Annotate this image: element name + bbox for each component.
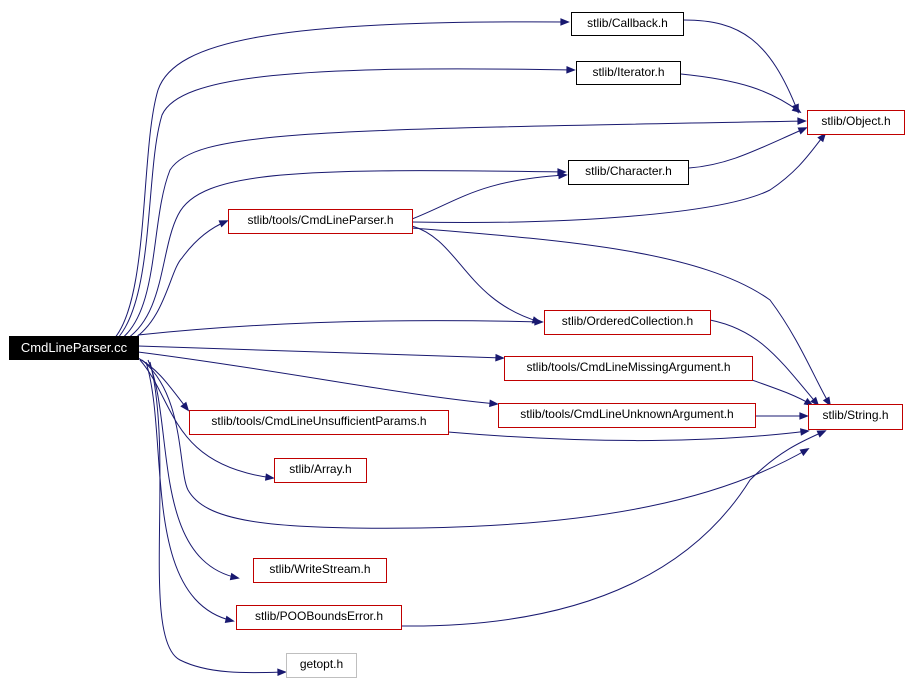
node-object[interactable]: stlib/Object.h <box>807 110 905 135</box>
root-node-cmdlineparser-cc: CmdLineParser.cc <box>9 336 139 360</box>
edge-root-cmdlineparser <box>131 221 227 341</box>
edge-root-pooboundserror <box>145 361 233 621</box>
node-callback[interactable]: stlib/Callback.h <box>571 12 684 36</box>
node-array[interactable]: stlib/Array.h <box>274 458 367 483</box>
edge-iterator-object <box>680 73 800 112</box>
node-cmdline-unknown-argument[interactable]: stlib/tools/CmdLineUnknownArgument.h <box>498 403 756 428</box>
edge-root-missingargument <box>137 345 503 358</box>
edge-root-callback <box>112 22 568 341</box>
edge-root-character <box>124 171 565 341</box>
edge-root-iterator <box>115 69 574 341</box>
edge-root-string <box>141 359 808 529</box>
edge-root-object <box>119 121 805 341</box>
edge-character-object <box>688 128 806 169</box>
edge-unsufficientparams-string <box>447 431 808 442</box>
edge-callback-object <box>683 19 798 112</box>
node-iterator[interactable]: stlib/Iterator.h <box>576 61 681 85</box>
node-pooboundserror[interactable]: stlib/POOBoundsError.h <box>236 605 402 630</box>
edge-cmdlineparser-string <box>411 227 830 405</box>
edge-root-getopt <box>149 361 285 673</box>
edge-pooboundserror-string <box>401 431 825 627</box>
node-character[interactable]: stlib/Character.h <box>568 160 689 185</box>
edge-root-array <box>139 359 273 478</box>
edge-cmdlineparser-character <box>411 175 566 220</box>
node-orderedcollection[interactable]: stlib/OrderedCollection.h <box>544 310 711 335</box>
edge-root-writestream <box>147 359 238 578</box>
node-cmdlineparser-h[interactable]: stlib/tools/CmdLineParser.h <box>228 209 413 234</box>
node-cmdline-unsufficient-params[interactable]: stlib/tools/CmdLineUnsufficientParams.h <box>189 410 449 435</box>
node-getopt: getopt.h <box>286 653 357 678</box>
node-cmdline-missing-argument[interactable]: stlib/tools/CmdLineMissingArgument.h <box>504 356 753 381</box>
edge-missingargument-string <box>751 379 812 405</box>
edge-cmdlineparser-object <box>411 134 825 224</box>
edge-cmdlineparser-orderedcollection <box>411 225 540 322</box>
edge-root-unknownargument <box>137 351 497 404</box>
edge-root-unsufficientparams <box>137 357 188 410</box>
edge-root-orderedcollection <box>137 321 542 336</box>
node-writestream[interactable]: stlib/WriteStream.h <box>253 558 387 583</box>
edge-orderedcollection-string <box>709 319 818 405</box>
node-string[interactable]: stlib/String.h <box>808 404 903 430</box>
